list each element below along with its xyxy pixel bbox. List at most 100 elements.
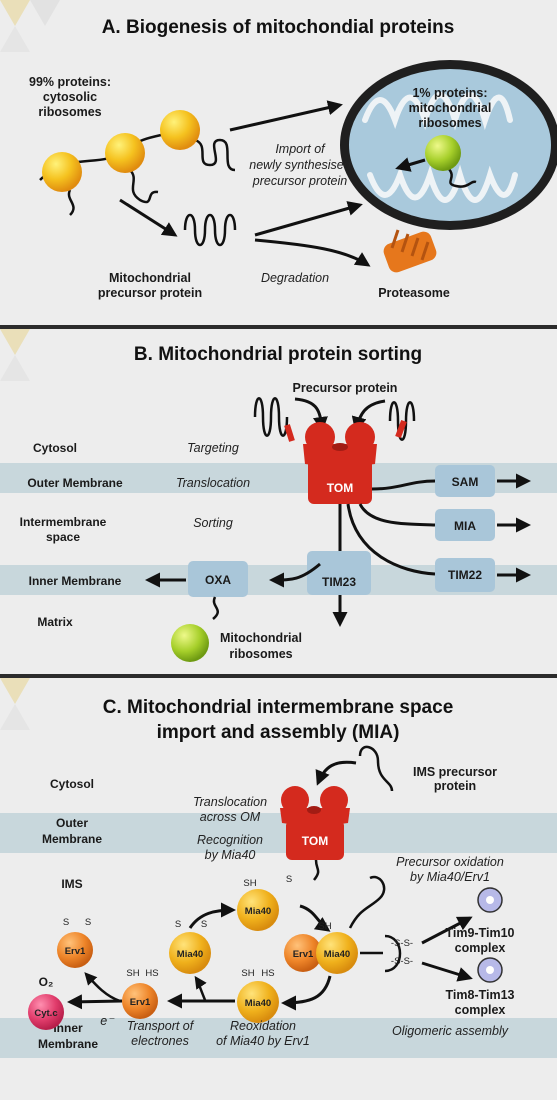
flower-icon	[477, 887, 503, 913]
tom-complex	[303, 422, 377, 504]
cytosolic-ribosome	[42, 152, 82, 192]
decor-triangles	[0, 0, 60, 52]
tim8-label-1: Tim8-Tim13	[445, 988, 514, 1002]
reoxidation-label-1: Reoxidation	[230, 1019, 296, 1033]
s-label: S	[175, 919, 181, 930]
ims-precursor-label-2: protein	[434, 779, 476, 793]
erv1-label: Erv1	[130, 997, 151, 1008]
precursor-protein-squiggle	[183, 213, 237, 247]
sh-label: SH	[243, 878, 256, 889]
translocation-label-1: Translocation	[193, 795, 267, 809]
s-label: S	[286, 874, 292, 885]
mito-ribosomes-label-1: Mitochondrial	[220, 631, 302, 645]
targeting-label: Targeting	[187, 441, 239, 455]
ims-label: IMS	[61, 877, 82, 891]
cytosolic-label-1: 99% proteins:	[29, 75, 111, 89]
outer-membrane-label-2: Membrane	[42, 832, 102, 846]
inner-membrane-label-2: Membrane	[38, 1037, 98, 1051]
oligomeric-label: Oligomeric assembly	[392, 1024, 509, 1038]
tim23-label: TIM23	[322, 575, 356, 589]
inner-membrane-label: Inner Membrane	[29, 574, 122, 588]
sh-label: SH	[241, 968, 254, 979]
panel-c-title-2: import and assembly (MIA)	[157, 722, 400, 743]
precursor-label-1: Mitochondrial	[109, 271, 191, 285]
proteasome-label: Proteasome	[378, 286, 450, 300]
recognition-label-1: Recognition	[197, 833, 263, 847]
panel-c-title-1: C. Mitochondrial intermembrane space	[103, 697, 454, 718]
mia40-label: Mia40	[324, 949, 350, 960]
outer-membrane-label: Outer Membrane	[27, 476, 123, 490]
ims-precursor-label-1: IMS precursor	[413, 765, 497, 779]
proteasome-illustration	[383, 229, 437, 273]
flower-icon	[477, 957, 503, 983]
tim22-channel	[435, 558, 495, 592]
decor-triangles	[0, 678, 30, 730]
cytosol-label: Cytosol	[33, 441, 77, 455]
degradation-label: Degradation	[261, 271, 329, 285]
decor-triangles	[0, 329, 30, 381]
reoxidation-label-2: of Mia40 by Erv1	[216, 1034, 310, 1048]
ims-precursor-squiggle	[358, 745, 394, 792]
s-label: S	[201, 919, 207, 930]
cytosolic-ribosome	[105, 133, 145, 173]
mia40-protein	[316, 932, 358, 974]
tom-complex	[280, 786, 350, 860]
ims-label-2: space	[46, 530, 80, 544]
tim8-label-2: complex	[455, 1003, 506, 1017]
oxa-channel	[188, 561, 248, 597]
transport-label-2: electrones	[131, 1034, 189, 1048]
erv1-label: Erv1	[65, 946, 86, 957]
s-label: S	[85, 917, 91, 928]
mia40-protein	[169, 932, 211, 974]
erv1-protein	[57, 932, 93, 968]
s-label: S	[63, 917, 69, 928]
cytosol-label: Cytosol	[50, 777, 94, 791]
hs-label: HS	[261, 968, 274, 979]
cytosolic-label-2: cytosolic	[43, 90, 97, 104]
panel-a-title: A. Biogenesis of mitochondial proteins	[102, 17, 455, 38]
panel-c-mia: C. Mitochondrial intermembrane space imp…	[0, 678, 557, 1100]
sorting-label: Sorting	[193, 516, 233, 530]
matrix-label: Matrix	[37, 615, 73, 629]
electron-label: e⁻	[100, 1014, 115, 1028]
cytosolic-ribosome	[160, 110, 200, 150]
mitochondrial-ribosome	[171, 624, 209, 662]
hs-label: HS	[145, 968, 158, 979]
translocation-label-2: across OM	[200, 810, 261, 824]
disulfide-label: -S-S-	[391, 956, 413, 967]
inner-membrane-band	[0, 1018, 557, 1058]
oxa-label: OXA	[205, 573, 231, 587]
mia-channel	[435, 509, 495, 541]
import-label-1: Import of	[275, 142, 326, 156]
mia40-label: Mia40	[245, 998, 271, 1009]
oxidation-label-2: by Mia40/Erv1	[410, 870, 490, 884]
mito-label-2: mitochondrial	[409, 101, 492, 115]
outer-membrane-label-1: Outer	[56, 816, 88, 830]
precursor-label-2: precursor protein	[98, 286, 202, 300]
tom-label: TOM	[302, 834, 328, 848]
panel-b-title: B. Mitochondrial protein sorting	[134, 344, 422, 365]
cytochrome-c-protein	[28, 994, 64, 1030]
cytosolic-label-3: ribosomes	[38, 105, 101, 119]
panel-a-biogenesis: A. Biogenesis of mitochondial proteins 9…	[0, 0, 557, 325]
cytc-label: Cyt.c	[34, 1008, 57, 1019]
oxidation-label-1: Precursor oxidation	[396, 855, 504, 869]
erv1-protein	[284, 934, 322, 972]
tim9-label-2: complex	[455, 941, 506, 955]
precursor-protein-label: Precursor protein	[293, 381, 398, 395]
tom-label: TOM	[327, 481, 353, 495]
sh-label: SH	[318, 921, 331, 932]
mitochondrial-ribosome	[425, 135, 461, 171]
sam-label: SAM	[452, 475, 479, 489]
mito-label-1: 1% proteins:	[412, 86, 487, 100]
o2-label: O₂	[39, 975, 54, 989]
mito-label-3: ribosomes	[418, 116, 481, 130]
sh-label: SH	[126, 968, 139, 979]
mia40-protein	[237, 981, 279, 1023]
recognition-label-2: by Mia40	[205, 848, 256, 862]
tim9-label-1: Tim9-Tim10	[445, 926, 514, 940]
sam-channel	[435, 465, 495, 497]
outer-membrane-band	[0, 813, 557, 853]
mito-ribosomes-label-2: ribosomes	[229, 647, 292, 661]
mia40-label: Mia40	[245, 906, 271, 917]
